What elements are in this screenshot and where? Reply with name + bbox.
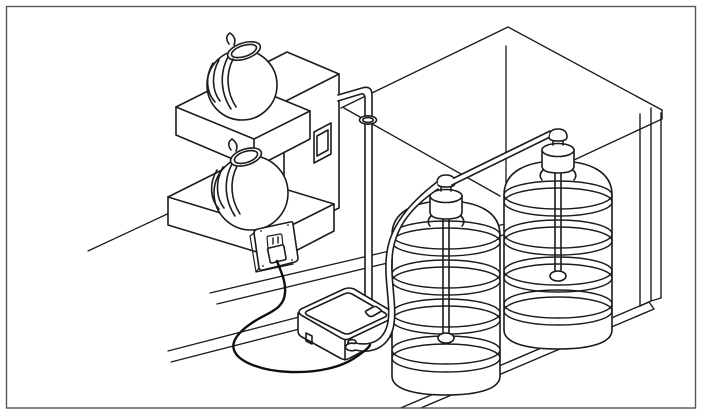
wall-outlet <box>249 220 299 273</box>
carafe-handle <box>206 59 221 103</box>
outlet-plate-edge <box>249 232 294 273</box>
pump-lid-seam <box>304 292 388 335</box>
frame-border <box>5 5 697 409</box>
floor-edge-line-2 <box>170 325 312 363</box>
bottle-link-tube <box>451 130 551 186</box>
dip-tube-left <box>437 214 455 344</box>
cap-tabs <box>539 169 577 181</box>
bottle-ribs <box>503 180 613 326</box>
outlet-screws <box>260 224 293 267</box>
carafe-seam <box>221 56 237 110</box>
pump-inlet-tube <box>354 181 439 352</box>
lower-carafe <box>210 138 289 231</box>
power-cord <box>232 259 372 374</box>
floor-edge-line-1 <box>167 315 304 352</box>
water-bottle-left <box>391 174 501 396</box>
brewer-panel-inner <box>316 129 329 157</box>
upper-carafe <box>206 32 278 121</box>
tabletop <box>340 26 663 197</box>
outlet-slots <box>272 236 279 245</box>
cap-tabs <box>427 215 465 227</box>
side-table <box>340 26 663 408</box>
bottle-cap-left <box>427 174 465 227</box>
tube-grommet <box>358 115 378 126</box>
carafe-seam <box>225 163 241 217</box>
brewer-panel <box>313 122 332 164</box>
table-right-leg <box>639 107 662 307</box>
water-bottle-right <box>503 128 613 350</box>
scene <box>87 26 663 408</box>
bottle-cap-right <box>539 128 577 181</box>
dip-tube-right <box>549 168 567 282</box>
carafe-handle <box>210 166 225 210</box>
pump-indicator <box>364 305 383 318</box>
carafe-spout <box>225 32 236 46</box>
outlet-plug <box>266 244 287 264</box>
counter-edge <box>87 208 179 252</box>
pump-unit <box>297 287 397 361</box>
cap-knob <box>548 128 568 142</box>
pump-port <box>305 332 313 345</box>
coffee-brewer <box>167 32 340 260</box>
carafe-spout <box>227 138 238 152</box>
